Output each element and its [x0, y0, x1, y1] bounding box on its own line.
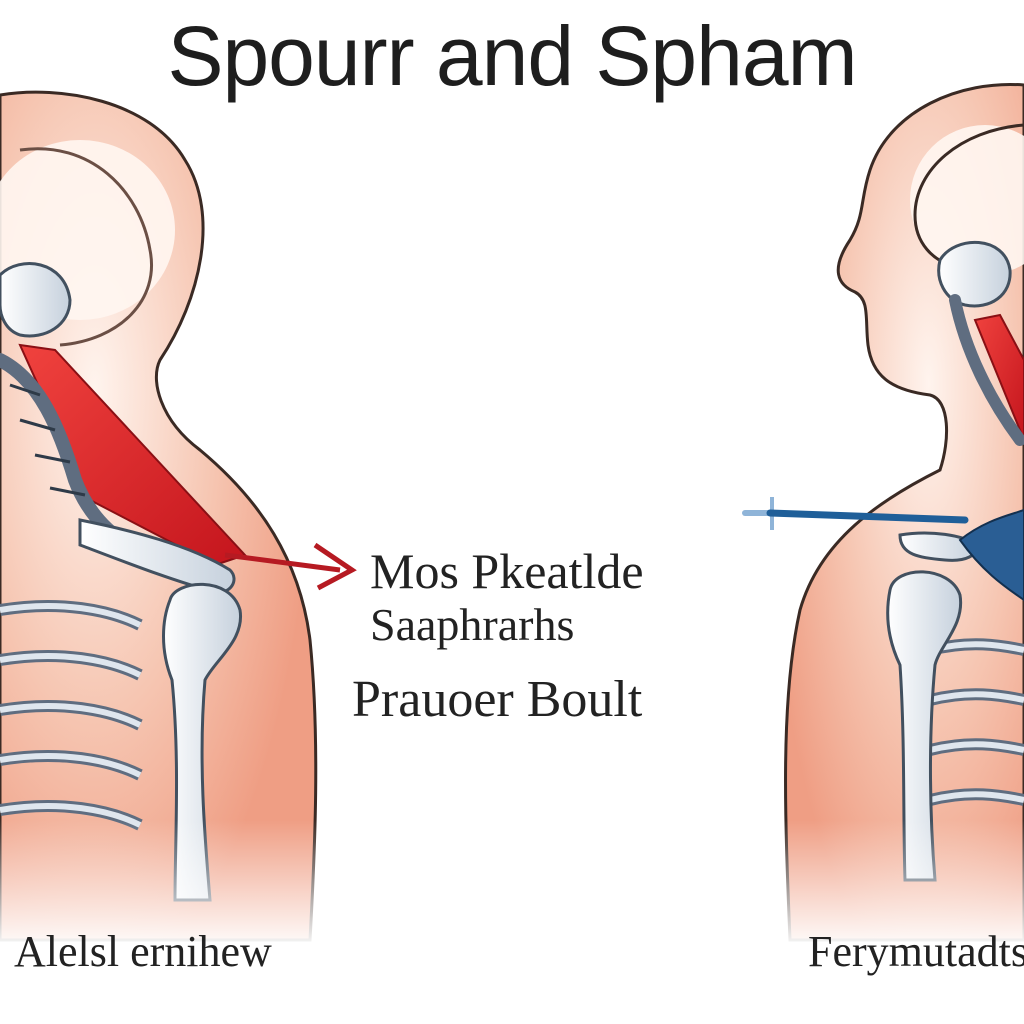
center-label-line-1: Mos Pkeatlde: [370, 543, 644, 599]
left-ribcage: [0, 600, 143, 831]
right-skull-bone: [937, 240, 1012, 308]
center-label-line-2: Saaphrarhs: [370, 599, 575, 650]
blue-needle: [742, 497, 969, 530]
right-blue-muscle: [958, 508, 1024, 602]
right-figure-fade: [700, 820, 1024, 950]
left-skull-shadow: [19, 147, 153, 347]
diagram-title: Spourr and Spham: [167, 9, 857, 103]
right-skull-outline: [913, 123, 1024, 267]
left-skull-bone: [0, 262, 72, 338]
right-spine: [949, 294, 1024, 446]
right-muscle: [973, 313, 1024, 441]
bottom-right-label: Ferymutadts: [808, 927, 1024, 976]
center-label-line-3: Prauoer Boult: [352, 671, 643, 728]
right-clavicle: [898, 531, 978, 562]
bottom-left-label: Alelsl ernihew: [14, 927, 272, 976]
left-figure-fade: [0, 820, 340, 950]
right-humerus: [886, 570, 963, 882]
right-figure: [700, 82, 1024, 950]
right-ribcage: [928, 638, 1024, 806]
red-arrow: [224, 542, 357, 591]
left-figure: [0, 90, 340, 950]
left-clavicle: [78, 518, 236, 594]
